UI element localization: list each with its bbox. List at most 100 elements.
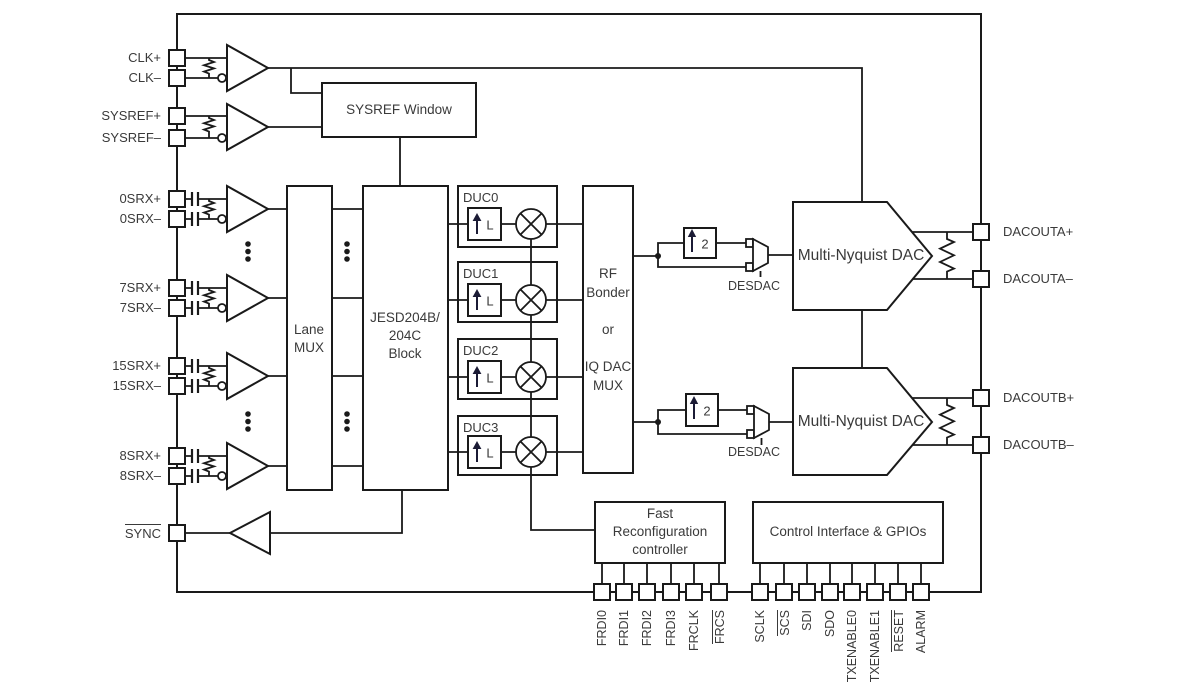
pin-label-sclk: SCLK <box>753 610 768 699</box>
pin-label-scs-text: SCS <box>777 610 793 636</box>
pin-label-txenable0: TXENABLE0 <box>845 610 860 699</box>
bottom-pin-stubs <box>601 563 922 584</box>
pin-label-sdo-text: SDO <box>823 610 837 638</box>
mixers <box>515 208 547 468</box>
pin-label-dacouta: DACOUTA– <box>1003 270 1073 288</box>
srx7-input-buffer <box>226 273 271 323</box>
dac-b-path <box>633 409 793 445</box>
pin-label-frcs-text: FRCS <box>712 610 728 645</box>
pin-label-sync: SYNC <box>0 524 161 543</box>
pin-label-clk-text: CLK+ <box>128 50 161 65</box>
dac-b-shape <box>792 367 934 476</box>
sysref-net <box>268 126 401 186</box>
pin-label-sysref: SYSREF– <box>0 129 161 147</box>
pin-label-frdi1-text: FRDI1 <box>617 610 631 647</box>
termination-resistor-a <box>937 232 957 279</box>
mixer-icon <box>515 361 547 393</box>
mixer-icon <box>515 208 547 240</box>
desdac-mux-a <box>745 237 769 273</box>
pin-label-sdi-text: SDI <box>800 610 814 631</box>
inverting-input-bubbles <box>217 73 227 481</box>
pin-label-dacouta: DACOUTA+ <box>1003 223 1073 241</box>
pin-label-dacoutb: DACOUTB+ <box>1003 389 1074 407</box>
pin-label-0srx-text: 0SRX– <box>119 211 161 226</box>
bottom-pins <box>593 583 930 601</box>
pin-label-7srx-text: 7SRX+ <box>119 280 161 295</box>
dac-a-shape <box>792 201 934 311</box>
pin-label-15srx-text: 15SRX– <box>112 378 161 393</box>
srx0-input-buffer <box>226 184 271 234</box>
pin-label-0srx: 0SRX– <box>0 210 161 228</box>
duc0-label: DUC0 <box>463 190 499 205</box>
pin-label-15srx: 15SRX– <box>0 377 161 395</box>
dac-a-label: Multi-Nyquist DAC <box>797 247 925 264</box>
mixer-icon <box>515 284 547 316</box>
pin-label-frdi0-text: FRDI0 <box>595 610 609 647</box>
pin-label-dacoutb: DACOUTB– <box>1003 436 1074 454</box>
junction-dots <box>655 253 661 425</box>
pin-label-15srx-text: 15SRX+ <box>112 358 161 373</box>
left-pins <box>168 49 186 542</box>
pin-label-txenable0-text: TXENABLE0 <box>845 610 859 683</box>
pin-label-8srx-text: 8SRX+ <box>119 448 161 463</box>
pin-label-frdi1: FRDI1 <box>617 610 632 699</box>
lanemux-jesd-lanes <box>332 208 363 467</box>
jesd204-label: JESD204B/ 204C Block <box>370 310 440 361</box>
pin-label-7srx: 7SRX+ <box>0 279 161 297</box>
pin-label-alarm-text: ALARM <box>914 610 928 654</box>
pin-label-frcs: FRCS <box>712 610 728 699</box>
duc2-interpolator <box>467 360 502 394</box>
pin-label-clk: CLK+ <box>0 49 161 67</box>
duc3-interpolator <box>467 435 502 469</box>
pin-label-clk-text: CLK– <box>128 70 161 85</box>
resistors <box>201 58 957 476</box>
pin-label-sdi: SDI <box>800 610 815 699</box>
pin-label-8srx-text: 8SRX– <box>119 468 161 483</box>
rf-bonder-label: RF Bonder or IQ DAC MUX <box>584 265 632 393</box>
interpolator-2x-b <box>685 393 719 427</box>
desdac-mux-b <box>746 404 770 440</box>
pin-label-sdo: SDO <box>823 610 838 699</box>
pin-label-clk: CLK– <box>0 69 161 87</box>
duc2-label: DUC2 <box>463 343 499 358</box>
interp-l-label: L <box>486 445 494 461</box>
pin-label-frdi3-text: FRDI3 <box>664 610 678 647</box>
clock-net <box>268 67 863 368</box>
ellipsis-dots <box>245 241 350 432</box>
jesd-duc-lanes <box>448 223 468 453</box>
sysref-window-box <box>321 82 477 138</box>
pin-label-dacoutb-text: DACOUTB– <box>1003 437 1074 452</box>
pin-label-0srx-text: 0SRX+ <box>119 191 161 206</box>
control-interface-box <box>752 501 944 564</box>
pin-label-reset: RESET <box>891 610 907 699</box>
interp-l-label: L <box>486 293 494 309</box>
jesd204-box <box>362 185 449 491</box>
srx8-input-buffer <box>226 441 271 491</box>
control-interface-label: Control Interface & GPIOs <box>769 524 927 539</box>
sysref-input-buffer <box>226 102 271 152</box>
pin-label-8srx: 8SRX+ <box>0 447 161 465</box>
pin-label-sysref-text: SYSREF– <box>101 130 161 145</box>
interpolator-2x-a <box>683 227 717 259</box>
pin-label-dacouta-text: DACOUTA– <box>1003 271 1073 286</box>
dacout-lines <box>912 231 973 446</box>
interpolation-up-arrows <box>472 213 699 462</box>
pin-label-reset-text: RESET <box>891 610 907 652</box>
pin-label-sync-text: SYNC <box>124 524 161 541</box>
lane-mux-box <box>286 185 333 491</box>
pin-label-alarm: ALARM <box>914 610 929 699</box>
nco-line <box>530 224 595 531</box>
termination-resistor-b <box>937 398 957 445</box>
desdac-a-label: DESDAC <box>727 279 781 293</box>
interp-l-label: L <box>486 217 494 233</box>
pin-label-sysref: SYSREF+ <box>0 107 161 125</box>
srx15-input-buffer <box>226 351 271 401</box>
pin-label-frdi3: FRDI3 <box>664 610 679 699</box>
pin-label-sysref-text: SYSREF+ <box>101 108 161 123</box>
pin-label-dacouta-text: DACOUTA+ <box>1003 224 1074 239</box>
clk-input-buffer <box>226 43 271 93</box>
interp-l-label: L <box>486 370 494 386</box>
pin-label-0srx: 0SRX+ <box>0 190 161 208</box>
dac-a-path <box>633 242 793 277</box>
